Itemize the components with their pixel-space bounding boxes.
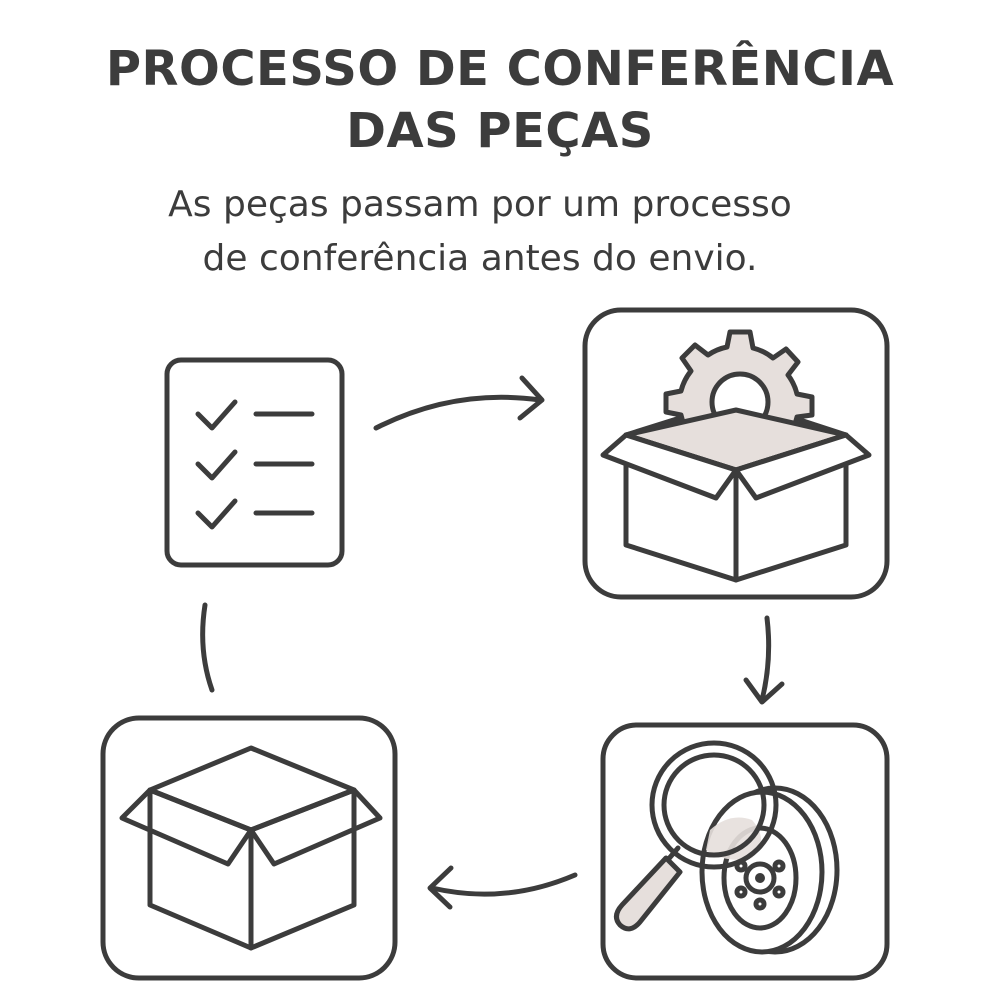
open-box-icon xyxy=(100,715,398,981)
page-title: PROCESSO DE CONFERÊNCIA DAS PEÇAS xyxy=(0,38,1000,162)
subtitle-line-1: As peças passam por um processo xyxy=(168,184,792,225)
box-with-gear-icon xyxy=(582,307,890,600)
connector-left xyxy=(200,602,215,693)
arrow-left-bottom xyxy=(427,865,578,910)
subtitle-line-2: de conferência antes do envio. xyxy=(202,238,758,279)
arrow-right-top xyxy=(373,375,545,431)
arrow-down-right xyxy=(743,615,785,705)
subtitle: As peças passam por um processo de confe… xyxy=(0,178,960,286)
title-line-1: PROCESSO DE CONFERÊNCIA xyxy=(105,41,895,97)
magnifier-brake-disc-icon xyxy=(600,722,890,981)
checklist-icon xyxy=(164,357,345,568)
title-line-2: DAS PEÇAS xyxy=(346,103,654,159)
